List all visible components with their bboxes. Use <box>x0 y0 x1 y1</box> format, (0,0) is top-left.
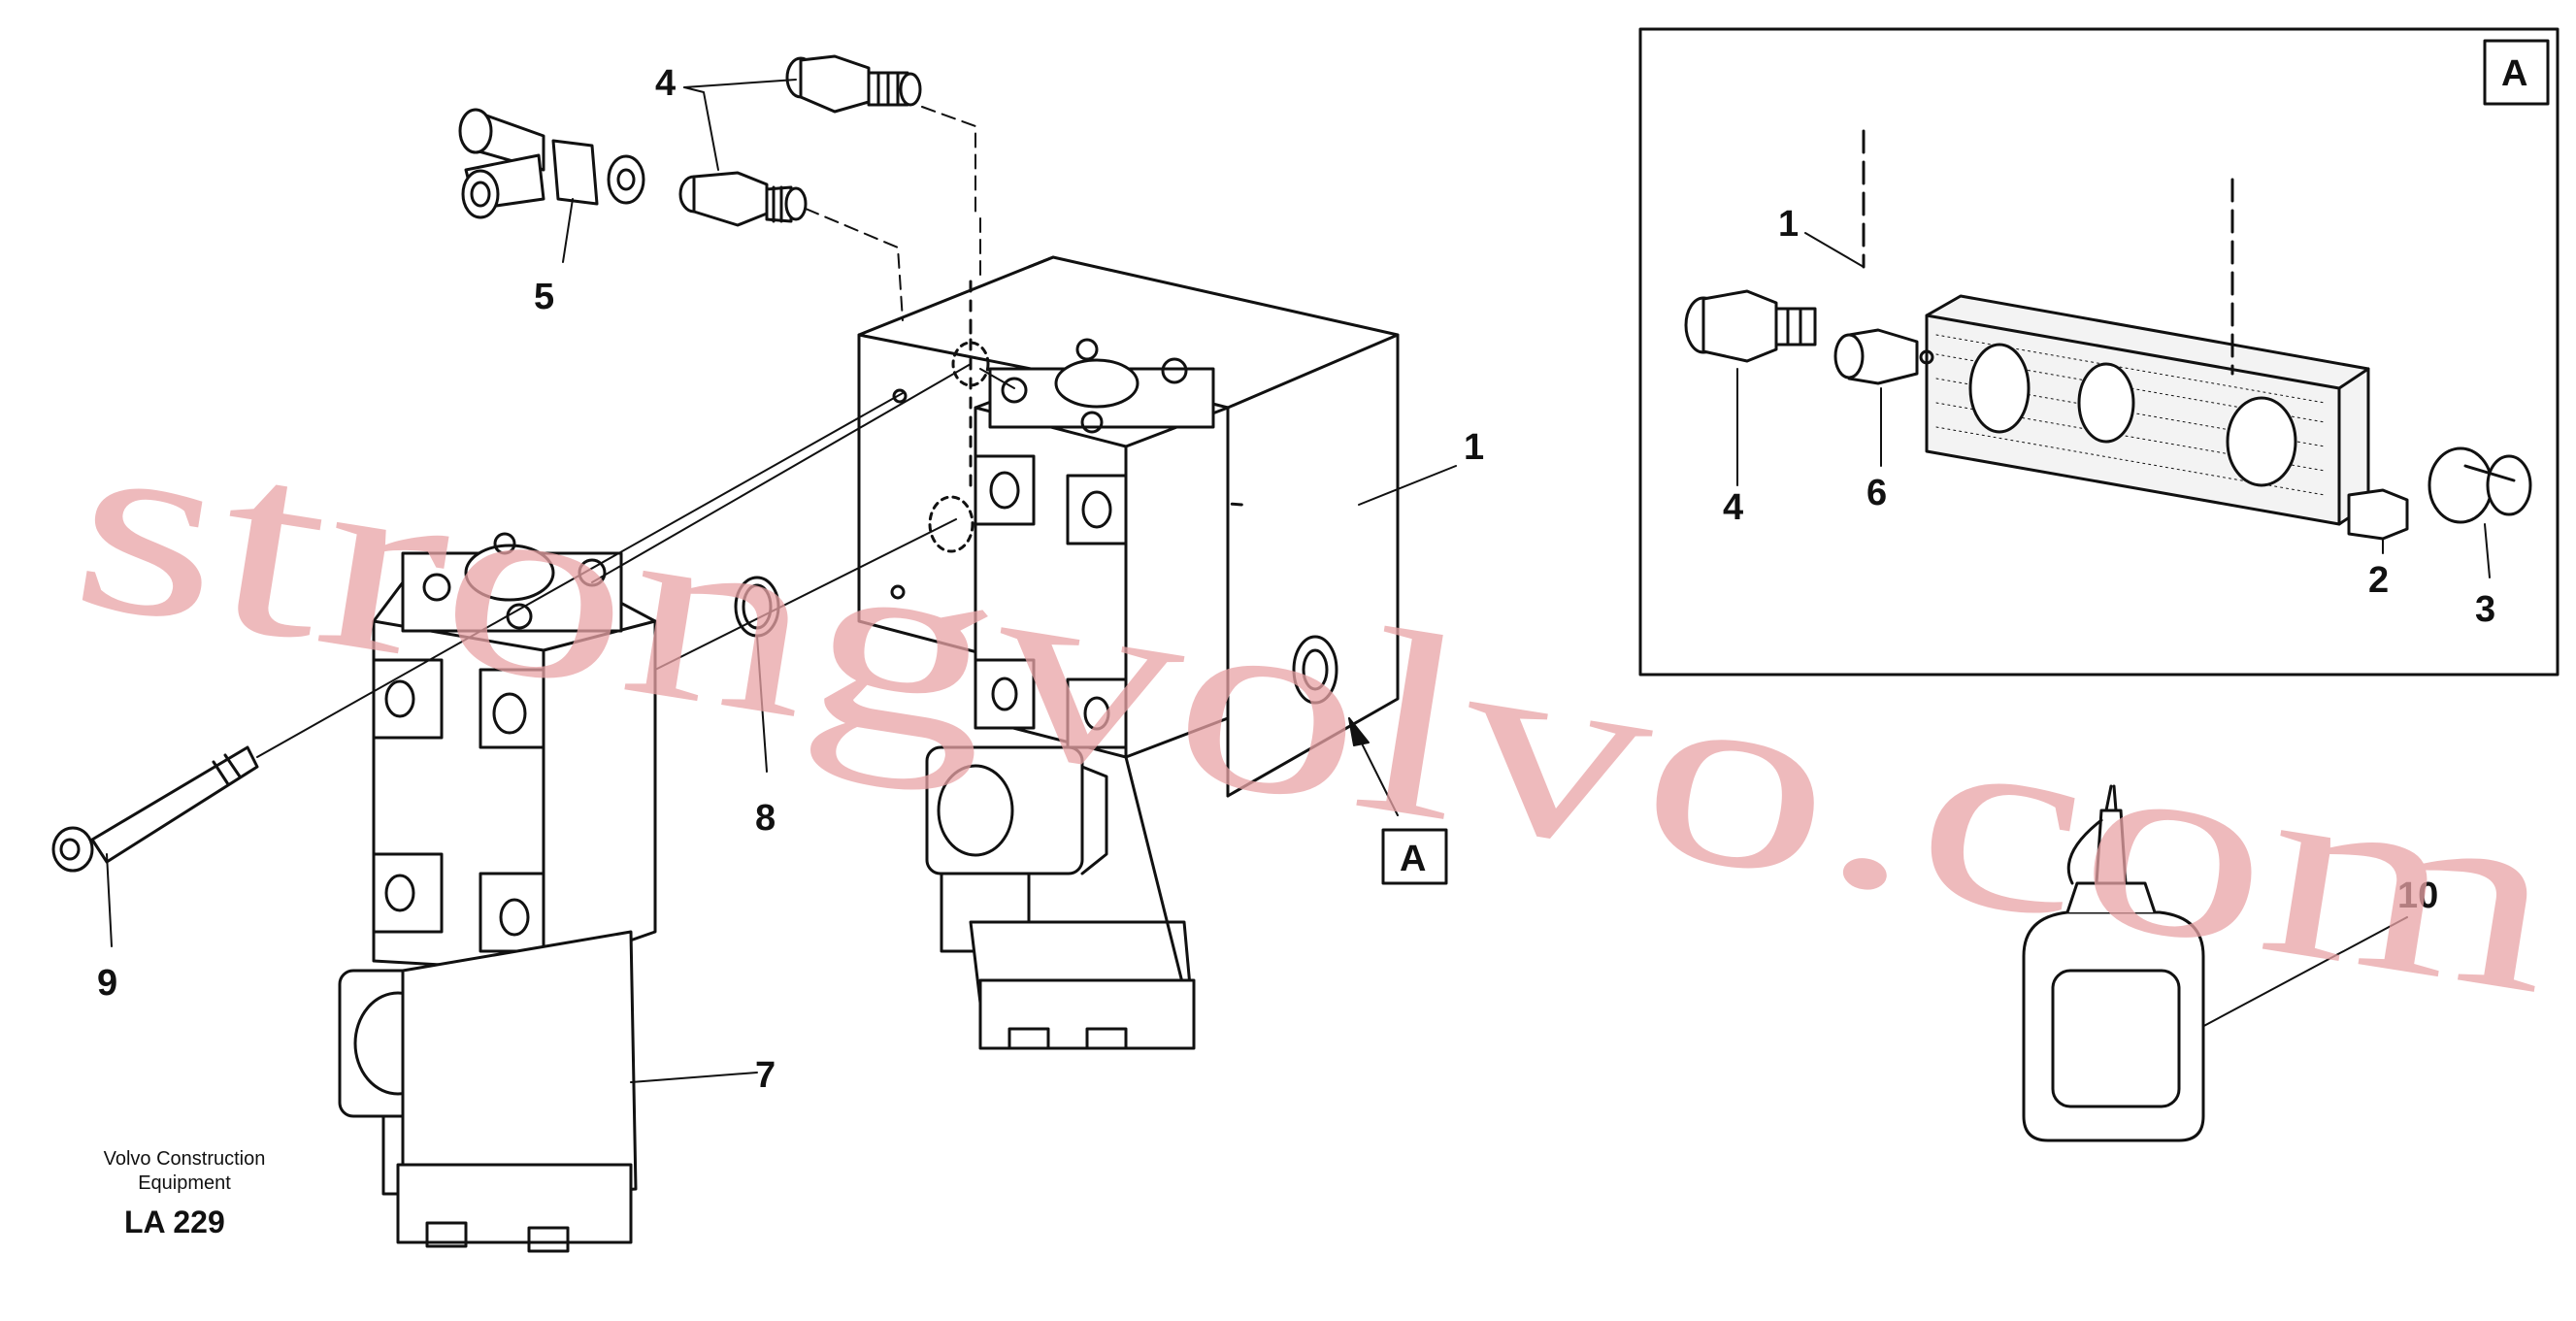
detail-view-a <box>1638 27 2559 677</box>
view-a-box <box>1381 828 1448 885</box>
label-4: 4 <box>655 63 676 104</box>
caption-line-2: Equipment <box>138 1172 231 1194</box>
detail-label-4: 4 <box>1723 487 1743 528</box>
mounted-solenoid-valve <box>925 338 1230 1050</box>
label-5: 5 <box>534 277 554 317</box>
label-7: 7 <box>755 1055 776 1096</box>
lubricant-bottle-10 <box>2022 784 2205 1142</box>
detail-title: A <box>2501 53 2527 94</box>
label-view-a: A <box>1400 839 1426 879</box>
detail-label-3: 3 <box>2475 589 2495 630</box>
drawing-code: LA 229 <box>124 1205 225 1239</box>
detail-label-6: 6 <box>1866 473 1887 513</box>
leader-lines <box>106 79 2408 1083</box>
bolt-9 <box>51 745 259 873</box>
tee-fitting-5 <box>458 108 645 219</box>
label-9: 9 <box>97 963 117 1004</box>
fitting-4-upper <box>785 54 922 114</box>
label-8: 8 <box>755 798 776 839</box>
detail-label-2: 2 <box>2368 560 2389 601</box>
solenoid-valve-7 <box>338 532 657 1253</box>
caption-line-1: Volvo Construction <box>104 1148 266 1170</box>
detail-labels: A 1 4 6 2 3 <box>1723 53 2527 630</box>
caption: Volvo Construction Equipment LA 229 <box>104 1148 266 1239</box>
detail-label-1: 1 <box>1778 204 1799 245</box>
assembly-lines <box>256 106 1015 758</box>
part-labels: 4 5 1 8 9 7 10 A <box>97 63 2438 1096</box>
label-1: 1 <box>1464 427 1484 468</box>
label-10: 10 <box>2397 875 2438 916</box>
fitting-4-lower <box>678 171 808 227</box>
